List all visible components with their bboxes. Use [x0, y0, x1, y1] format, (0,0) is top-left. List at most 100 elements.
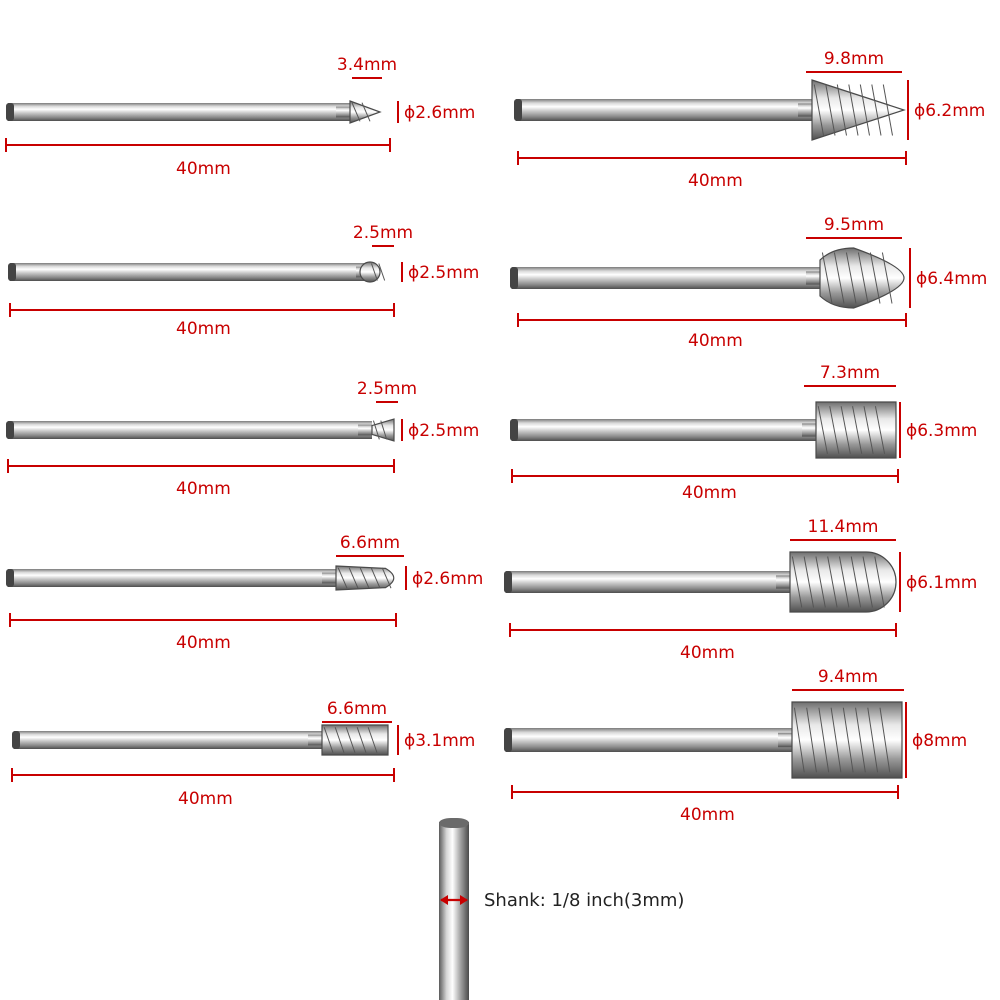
bit-flute — [836, 84, 847, 136]
bit-flute — [791, 556, 803, 608]
bit-flute — [881, 252, 893, 304]
bit-4: 6.6mm ϕ2.6mm 40mm — [6, 533, 483, 653]
bit-head — [349, 100, 382, 124]
bit-flute — [345, 727, 356, 753]
bit-flute — [356, 727, 367, 753]
bit-shaft — [8, 103, 350, 121]
bit-head — [321, 724, 389, 756]
head-length-label: 2.5mm — [353, 223, 413, 243]
bit-flute — [855, 707, 866, 773]
bit-shaft — [8, 569, 336, 587]
bit-flute — [380, 420, 388, 440]
length-label: 40mm — [176, 633, 231, 653]
bit-shaft — [512, 267, 820, 289]
bit-shaft-end — [510, 267, 518, 289]
diameter-label: ϕ6.1mm — [906, 573, 977, 593]
bit-flute — [378, 263, 386, 281]
head-length-label: 7.3mm — [820, 363, 880, 383]
bit-flute — [874, 406, 886, 454]
bit-shaft-end — [504, 728, 512, 752]
bit-flute — [818, 707, 830, 773]
bit-flute — [361, 102, 371, 122]
bit-flute — [850, 556, 862, 608]
length-label: 40mm — [680, 805, 735, 825]
bit-flute — [372, 420, 380, 440]
bit-flute — [381, 567, 392, 589]
bit-shaft-end — [6, 569, 14, 587]
bit-flute — [859, 84, 870, 136]
bit-flute — [370, 263, 378, 281]
bit-head — [359, 261, 381, 283]
bit-flute — [821, 252, 833, 304]
bit-neck — [778, 732, 792, 748]
bit-5: 6.6mm ϕ3.1mm 40mm — [11, 699, 475, 809]
bit-shaft-end — [504, 571, 512, 593]
bit-flute — [852, 406, 863, 454]
bit-flute — [323, 727, 334, 753]
diameter-label: ϕ2.6mm — [412, 569, 483, 589]
length-label: 40mm — [680, 643, 735, 663]
bit-flute — [840, 406, 851, 454]
bit-flute — [803, 556, 815, 608]
bit-shaft-end — [514, 99, 522, 121]
bit-flute — [370, 567, 381, 589]
diameter-label: ϕ2.5mm — [408, 263, 479, 283]
bit-flute — [869, 252, 881, 304]
bit-flute — [830, 707, 842, 773]
bit-neck — [336, 106, 350, 118]
bit-flute — [833, 252, 845, 304]
bit-neck — [802, 423, 816, 437]
length-label: 40mm — [178, 789, 233, 809]
bit-flute — [793, 707, 805, 773]
head-length-label: 9.5mm — [824, 215, 884, 235]
bit-neck — [776, 575, 790, 589]
bit-flute — [817, 406, 828, 454]
bit-flute — [348, 567, 359, 589]
diameter-label: ϕ6.2mm — [914, 101, 985, 121]
bit-shaft-end — [510, 419, 518, 441]
diameter-label: ϕ3.1mm — [404, 731, 475, 751]
diameter-label: ϕ6.4mm — [916, 269, 987, 289]
bit-flute — [806, 707, 817, 773]
bit-shaft-end — [12, 731, 20, 749]
head-length-label: 9.8mm — [824, 49, 884, 69]
bit-flute — [867, 707, 879, 773]
head-length-label: 6.6mm — [327, 699, 387, 719]
diameter-label: ϕ2.6mm — [404, 103, 475, 123]
shank-label: Shank: 1/8 inch(3mm) — [484, 890, 684, 911]
bit-flute — [367, 727, 378, 753]
shank-detail: Shank: 1/8 inch(3mm) — [439, 818, 684, 1000]
length-label: 40mm — [688, 171, 743, 191]
shank-tip — [439, 818, 469, 828]
length-label: 40mm — [176, 479, 231, 499]
bit-neck — [358, 424, 372, 436]
bit-head — [819, 247, 905, 309]
bit-flute — [359, 567, 370, 589]
bit-neck — [308, 734, 322, 746]
bit-shaft — [516, 99, 812, 121]
bit-flute — [829, 406, 840, 454]
diameter-label: ϕ8mm — [912, 731, 967, 751]
bit-flute — [862, 556, 873, 608]
bit-neck — [798, 103, 812, 117]
diameter-label: ϕ6.3mm — [906, 421, 977, 441]
bit-shaft-end — [8, 263, 16, 281]
head-length-label: 6.6mm — [340, 533, 400, 553]
bit-flute — [825, 84, 836, 136]
bit-flute — [879, 707, 891, 773]
bit-6: 9.8mm ϕ6.2mm 40mm — [514, 49, 985, 191]
bit-flute — [842, 707, 854, 773]
bit-shaft — [512, 419, 816, 441]
bit-shaft — [506, 728, 792, 752]
bit-shaft — [506, 571, 790, 593]
head-length-label: 2.5mm — [357, 379, 417, 399]
length-label: 40mm — [176, 159, 231, 179]
bit-shaft — [8, 421, 372, 439]
